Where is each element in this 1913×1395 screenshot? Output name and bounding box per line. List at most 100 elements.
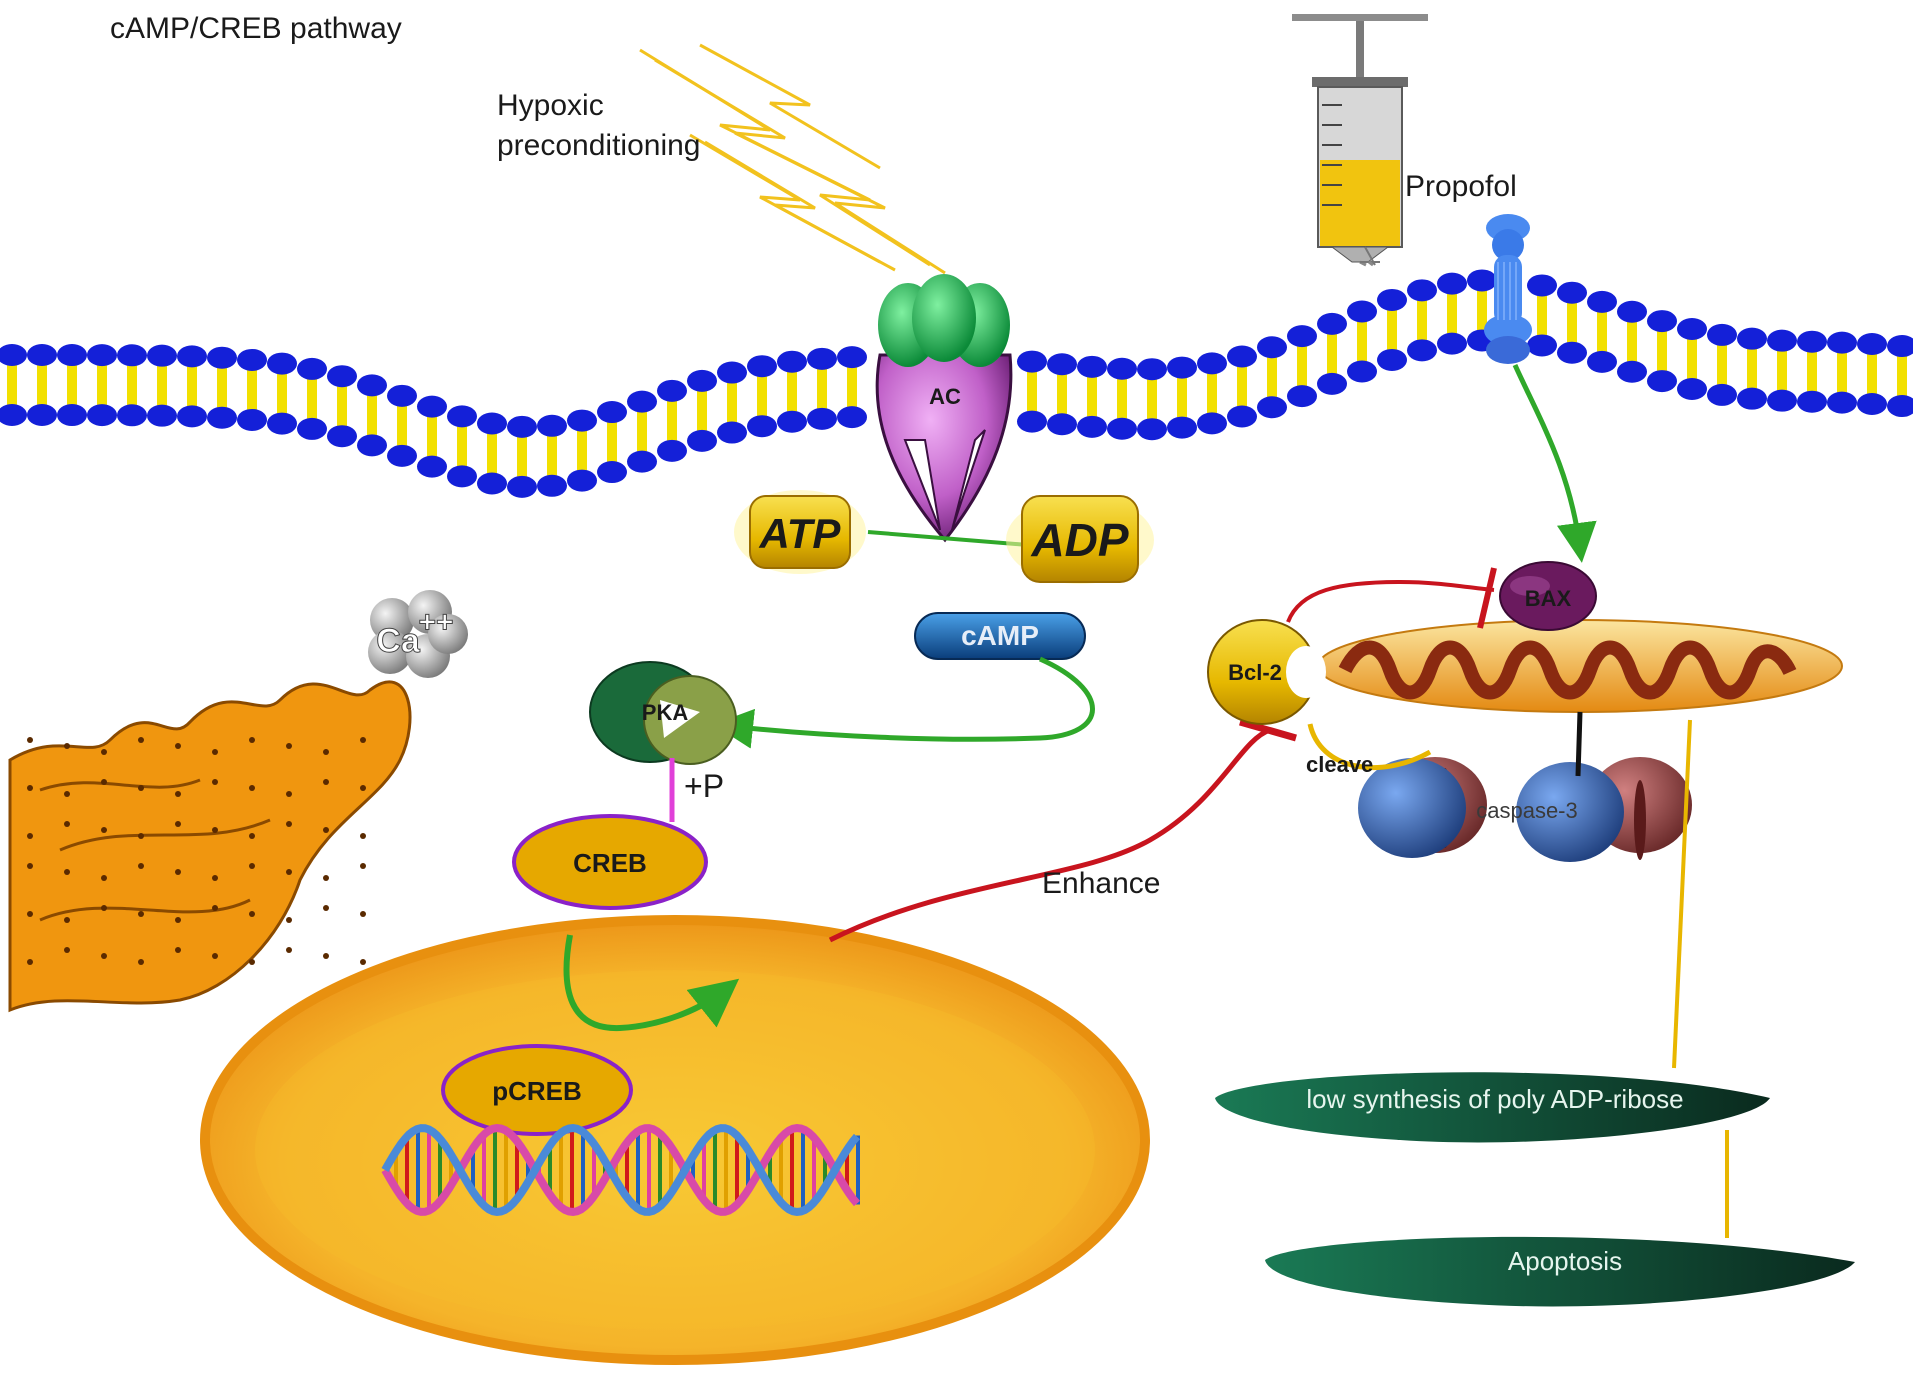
ribosome-dot (212, 905, 218, 911)
lipid-head (1827, 331, 1857, 354)
lipid-head (357, 434, 387, 457)
lipid-head (27, 344, 57, 367)
ribosome-dot (323, 953, 329, 959)
lipid-head (777, 350, 807, 373)
lipid-tail (307, 376, 317, 421)
lipid-head (267, 412, 297, 435)
lipid-tail (1297, 344, 1307, 389)
lipid-head (117, 344, 147, 367)
ribosome-dot (360, 863, 366, 869)
ribosome-dot (64, 947, 70, 953)
ribosome-dot (249, 785, 255, 791)
lipid-head (1227, 405, 1257, 428)
ribosome-dot (323, 827, 329, 833)
lipid-head (57, 404, 87, 427)
lipid-head (507, 475, 537, 498)
page-title: cAMP/CREB pathway (110, 12, 402, 45)
ribosome-dot (138, 785, 144, 791)
lipid-tail (1147, 377, 1157, 422)
lipid-head (1017, 410, 1047, 433)
adp-label: ADP (1030, 514, 1128, 566)
adp-block (1006, 495, 1154, 584)
ribosome-dot (360, 959, 366, 965)
lipid-head (1587, 350, 1617, 373)
lipid-tail (577, 428, 587, 473)
lipid-head (1377, 348, 1407, 371)
lipid-head (1167, 356, 1197, 379)
lipid-tail (247, 367, 257, 412)
lipid-head (1407, 339, 1437, 362)
lipid-head (537, 474, 567, 497)
creb-label: CREB (573, 848, 647, 878)
lipid-head (327, 425, 357, 448)
lipid-tail (1717, 342, 1727, 387)
lipid-head (177, 345, 207, 368)
pcreb-label: pCREB (492, 1076, 582, 1106)
ribosome-dot (360, 737, 366, 743)
lipid-head (837, 346, 867, 369)
ribosome-dot (323, 905, 329, 911)
lipid-tail (757, 374, 767, 419)
cell-membrane (0, 269, 1913, 498)
lipid-head (297, 357, 327, 380)
ribosome-dot (138, 911, 144, 917)
caspase3-label: caspase-3 (1476, 798, 1578, 823)
lipid-head (1377, 288, 1407, 311)
lipid-head (357, 374, 387, 397)
lipid-tail (1057, 372, 1067, 417)
lipid-tail (97, 363, 107, 408)
lipid-head (1287, 385, 1317, 408)
hypoxic-label-line2: preconditioning (497, 129, 700, 162)
dna-strand (381, 1123, 861, 1217)
lipid-head (1317, 372, 1347, 395)
ribosome-dot (101, 905, 107, 911)
lipid-head (1557, 341, 1587, 364)
ribosome-dot (360, 911, 366, 917)
lipid-tail (697, 388, 707, 433)
lipid-head (1797, 390, 1827, 413)
lipid-head (597, 461, 627, 484)
lipid-head (1527, 274, 1557, 297)
lipid-tail (427, 414, 437, 459)
lipid-head (327, 365, 357, 388)
lipid-head (1347, 300, 1377, 323)
ribosome-dot (138, 863, 144, 869)
lipid-head (0, 344, 27, 367)
ac-label: AC (929, 384, 961, 409)
ribosome-dot (27, 863, 33, 869)
dna-strand (381, 1123, 861, 1217)
lipid-head (1077, 355, 1107, 378)
lipid-tail (1237, 364, 1247, 409)
lipid-tail (157, 363, 167, 408)
lipid-head (1017, 350, 1047, 373)
lipid-head (837, 406, 867, 429)
ribosome-dot (360, 785, 366, 791)
lipid-tail (637, 409, 647, 454)
lipid-head (1197, 352, 1227, 375)
lipid-head (1647, 310, 1677, 333)
lipid-tail (1027, 369, 1037, 414)
lipid-head (1047, 413, 1077, 436)
camp-to-pka-arrow (713, 656, 1095, 749)
lipid-tail (7, 363, 17, 408)
lipid-tail (1387, 307, 1397, 352)
lipid-head (207, 346, 237, 369)
lipid-tail (217, 365, 227, 410)
ribosome-dot (27, 737, 33, 743)
apoptosis-label: Apoptosis (1508, 1246, 1622, 1276)
bcl2-label: Bcl-2 (1228, 660, 1282, 685)
atp-adp-link (867, 530, 1029, 547)
lipid-head (57, 344, 87, 367)
lipid-head (477, 412, 507, 435)
cleave-label: cleave (1306, 752, 1373, 777)
enhance-inhibition-bar (1239, 718, 1297, 742)
ribosome-dot (249, 911, 255, 917)
lipid-head (1197, 412, 1227, 435)
lipid-head (687, 429, 717, 452)
lipid-tail (727, 380, 737, 425)
lipid-head (1467, 269, 1497, 292)
propofol-to-bax-arrow (1512, 363, 1597, 563)
ribosome-dot (64, 821, 70, 827)
lipid-head (447, 405, 477, 428)
